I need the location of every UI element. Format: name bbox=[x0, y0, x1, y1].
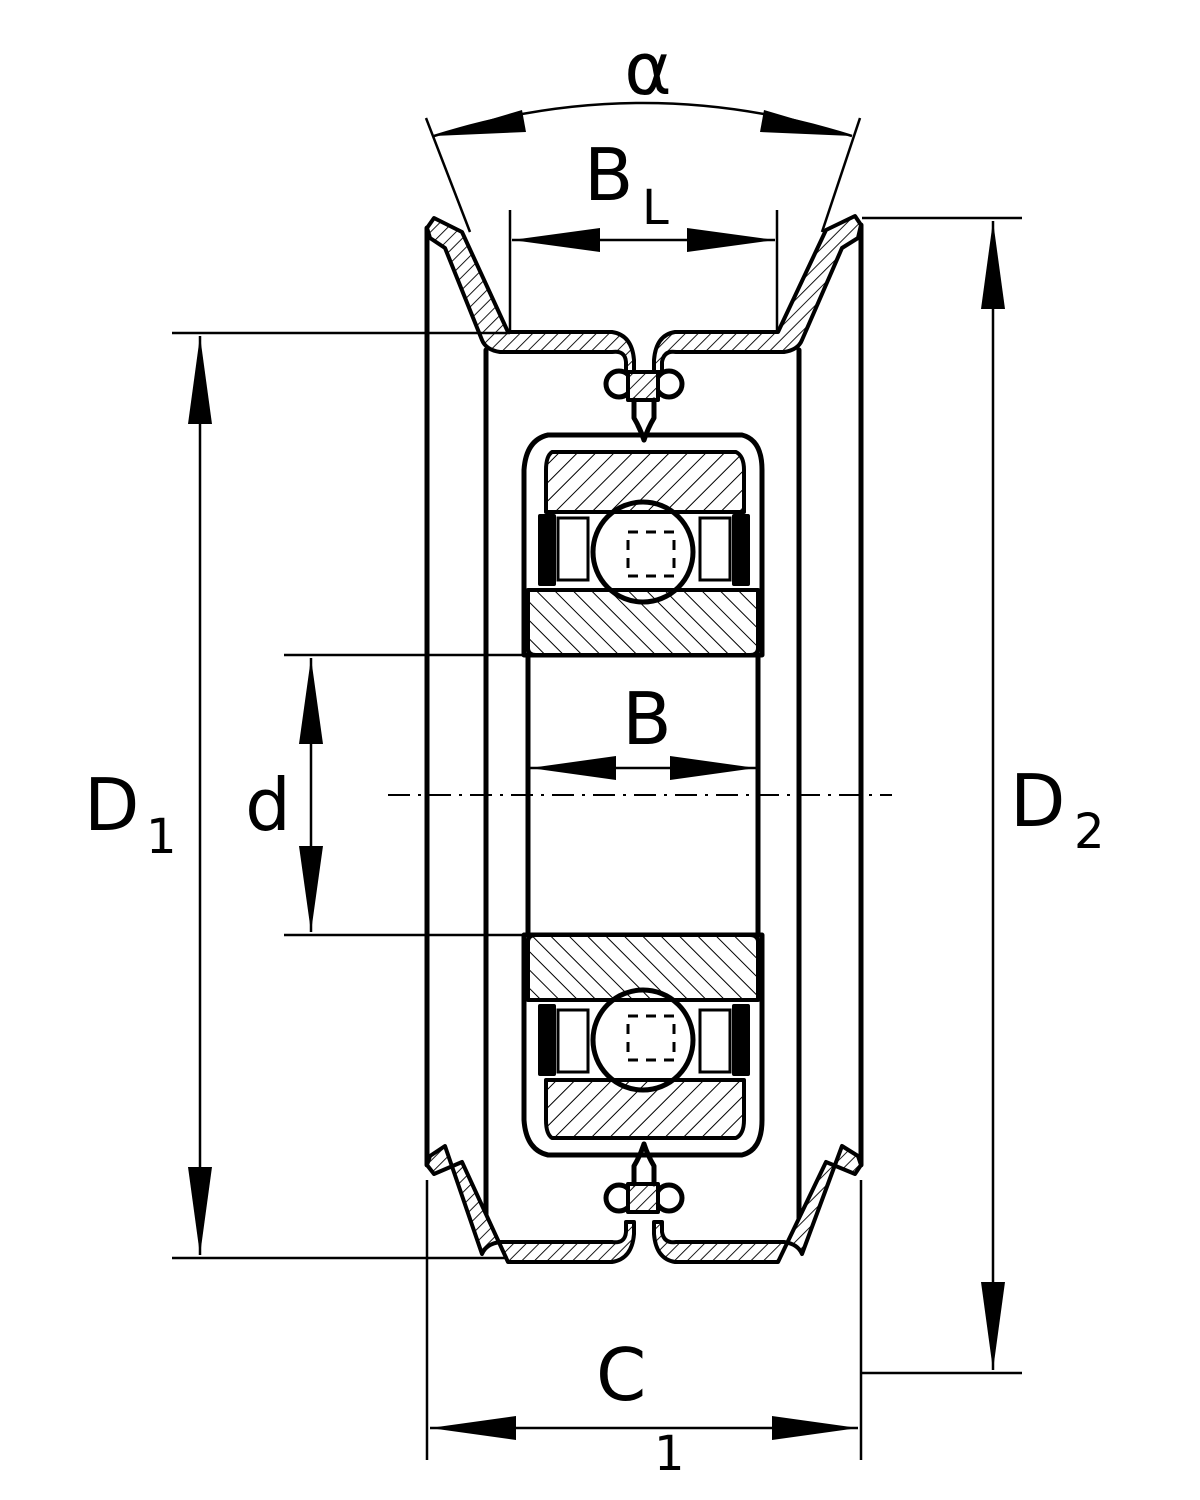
d2-dimension: D 2 bbox=[862, 216, 1105, 1375]
alpha-label: α bbox=[624, 27, 671, 111]
bl-dimension: B L bbox=[508, 133, 779, 332]
upper-bearing bbox=[521, 432, 765, 658]
d2-label-sub: 2 bbox=[1074, 804, 1105, 860]
d1-label-sub: 1 bbox=[146, 809, 177, 865]
c1-label-main: C bbox=[596, 1333, 646, 1417]
d1-label-main: D bbox=[84, 763, 139, 847]
c1-label-sub: 1 bbox=[654, 1426, 685, 1482]
b-label: B bbox=[622, 677, 671, 761]
lower-groove-section bbox=[425, 1141, 863, 1264]
d-label: d bbox=[245, 763, 291, 847]
upper-groove-section bbox=[425, 214, 863, 443]
d-dimension: d bbox=[245, 653, 530, 937]
bl-label-sub: L bbox=[642, 180, 669, 236]
b-dimension: B bbox=[530, 677, 756, 780]
c1-dimension: C 1 bbox=[425, 1180, 863, 1482]
bl-label-main: B bbox=[584, 133, 633, 217]
lower-bearing bbox=[521, 932, 765, 1158]
alpha-dimension: α bbox=[424, 27, 862, 233]
d2-label-main: D bbox=[1010, 759, 1065, 843]
d1-dimension: D 1 bbox=[84, 331, 510, 1260]
bl-label: B bbox=[584, 133, 633, 217]
